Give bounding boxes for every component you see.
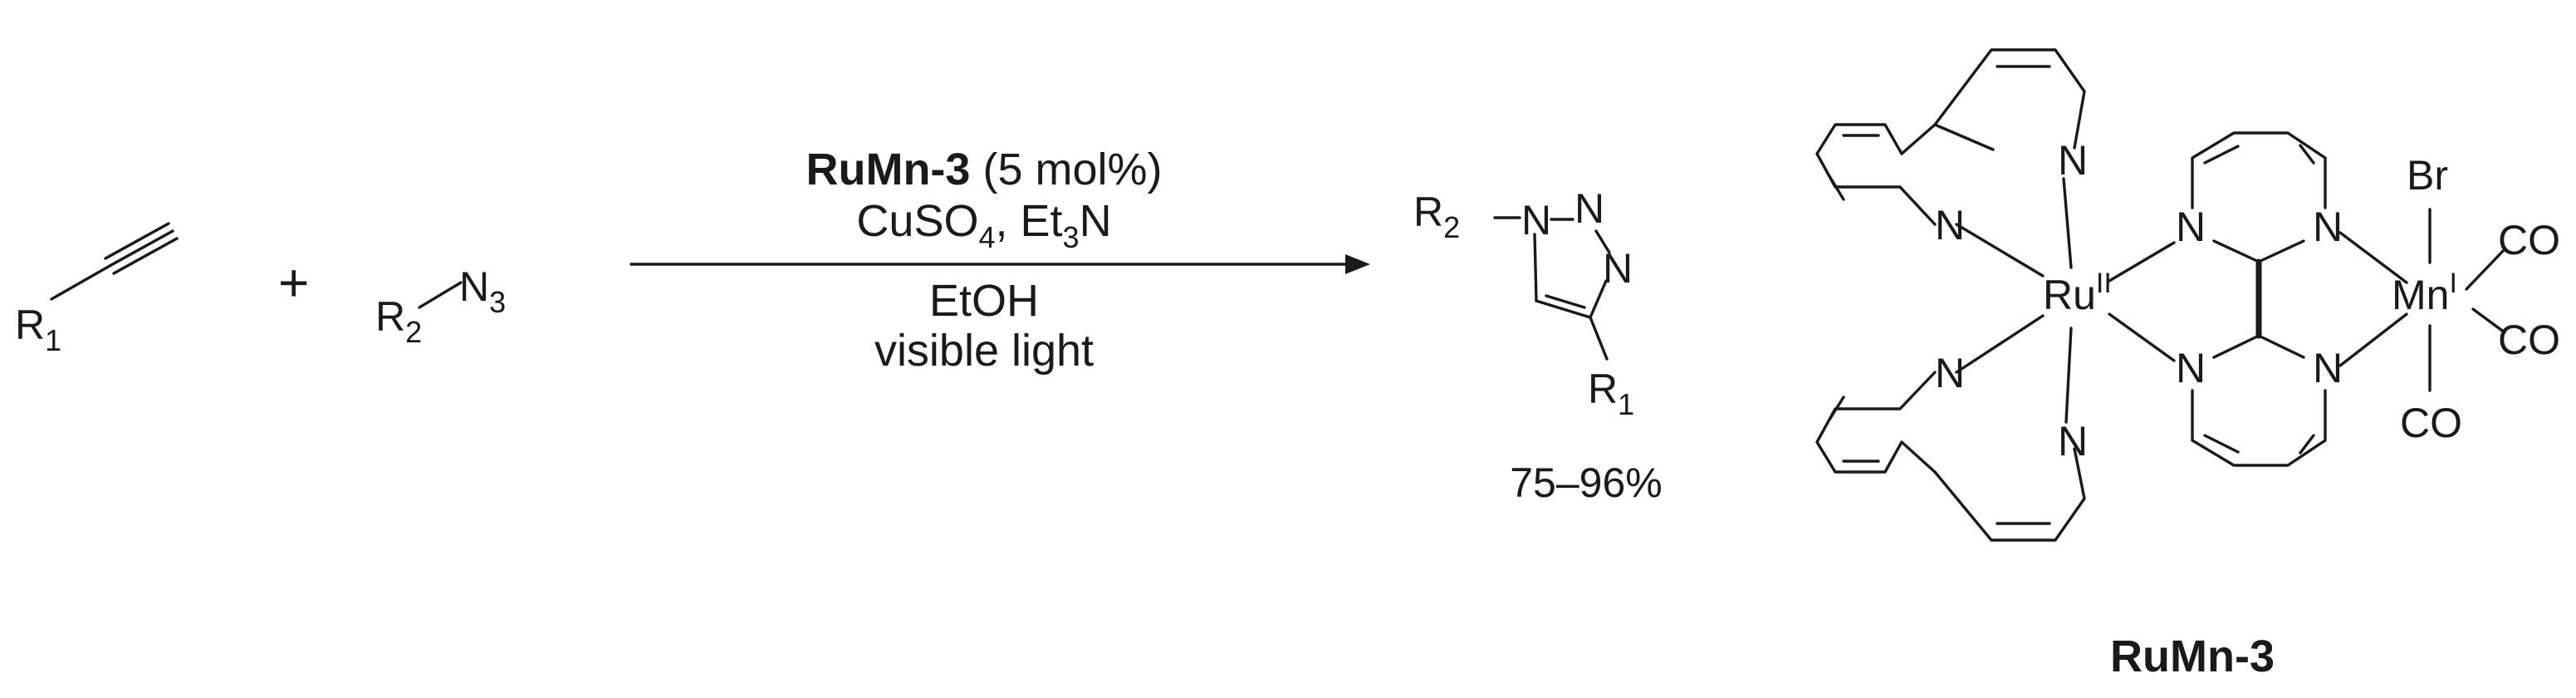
- catalyst-conditions: RuMn-3 (5 mol%): [806, 145, 1162, 194]
- r1-label: R1: [15, 302, 61, 357]
- bpy2-pyridine-a: [1815, 371, 1937, 474]
- mn-co-bond-2: [2471, 307, 2506, 334]
- triazole-n3-label: N: [1603, 245, 1633, 292]
- c4-r1-bond: [1589, 316, 1609, 361]
- bpym-top-n1-c: [2212, 239, 2260, 263]
- ru-n-bond-bottom: [2064, 327, 2073, 424]
- ru-n-bond-top: [2062, 177, 2073, 269]
- triazole-bond-n3-c4: [1589, 279, 1608, 319]
- n-label-bpym-3: N: [2176, 345, 2206, 391]
- n-label-bpym-2: N: [2313, 204, 2343, 250]
- azide-reactant: R2 N3: [375, 263, 506, 349]
- bpy1-pyridine-b-edge: [1933, 123, 1995, 151]
- alkyne-reactant: R1: [15, 222, 179, 357]
- alkyne-triple-bond-lower: [112, 237, 179, 275]
- arrow-head: [1345, 254, 1370, 274]
- bpym-bottom-double-2: [2299, 434, 2315, 455]
- co-ligand-3-label: CO: [2400, 400, 2462, 446]
- triazole-product: N N N R2 R1: [1413, 185, 1634, 421]
- n-label-bpy-top: N: [2058, 137, 2088, 184]
- ru-n-bond-bpym-top: [2108, 241, 2176, 283]
- triazole-double-bond-c4-c5: [1545, 294, 1586, 309]
- triazole-bond-n2-n3: [1594, 229, 1611, 254]
- r2-label: R2: [375, 293, 422, 349]
- mn-n-bond-bottom: [2338, 312, 2408, 367]
- n-label-bpy-bottom: N: [2058, 418, 2088, 465]
- triazole-bond-c5-n1: [1533, 233, 1538, 302]
- ru-n-bond-lower-left: [1955, 314, 2045, 374]
- plus-sign: +: [278, 253, 309, 312]
- catalyst-name-caption: RuMn-3: [2110, 632, 2275, 681]
- alkyne-triple-bond-center: [108, 229, 174, 268]
- azide-group-label: N3: [459, 263, 506, 319]
- bpy1-pyridine-a-double-2: [1828, 174, 1845, 201]
- ru-n-bond-upper-left: [1955, 223, 2045, 278]
- light-conditions: visible light: [874, 326, 1094, 376]
- bpy2-pyridine-b: [1933, 447, 2086, 542]
- bpym-top-double-1: [2203, 145, 2240, 165]
- bpy1-link: [1900, 123, 1937, 155]
- product-yield: 75–96%: [1510, 460, 1663, 506]
- n-label-bpym-1: N: [2176, 204, 2206, 250]
- br-ligand-label: Br: [2407, 152, 2448, 199]
- mn-n-bond-top: [2338, 231, 2408, 284]
- bpym-top-n2-c: [2257, 239, 2305, 263]
- bpym-top-double-2: [2299, 144, 2315, 165]
- bpy1-pyridine-a: [1815, 123, 1937, 226]
- alkyne-triple-bond-upper: [104, 222, 170, 260]
- solvent-conditions: EtOH: [929, 276, 1039, 326]
- bpym-ring-top: [2191, 131, 2327, 209]
- bpy2-pyridine-a-double-2: [1828, 396, 1845, 421]
- bpy2-link: [1900, 440, 1937, 474]
- triazole-n2-label: N: [1574, 185, 1604, 232]
- bpy1-pyridine-b: [1933, 48, 2086, 150]
- mn-center-label: MnI: [2392, 268, 2457, 318]
- triazole-bond-c4-c5: [1535, 299, 1592, 319]
- rumn3-structure: N N N N N N N N RuII MnI Br CO CO CO: [1815, 48, 2560, 542]
- triazole-n1-label: N: [1521, 197, 1551, 243]
- ru-n-bond-bpym-bottom: [2108, 312, 2176, 362]
- bpym-bottom-n2-c: [2257, 334, 2305, 359]
- bpym-ring-bottom: [2191, 389, 2327, 467]
- azide-bond: [418, 281, 463, 309]
- alkyne-bond-stub: [50, 264, 111, 301]
- co-ligand-1-label: CO: [2498, 217, 2560, 263]
- product-r2-label: R2: [1413, 189, 1460, 244]
- bpym-bottom-n1-c: [2212, 334, 2260, 359]
- co-ligand-2-label: CO: [2498, 317, 2560, 363]
- n-label-bpy-lower-left: N: [1935, 350, 1965, 396]
- bpym-bottom-double-1: [2203, 434, 2240, 454]
- mn-co-bond-1: [2465, 248, 2506, 291]
- product-r1-label: R1: [1588, 366, 1634, 421]
- n-label-bpym-4: N: [2313, 345, 2343, 391]
- reaction-arrow: [629, 254, 1370, 274]
- additive-conditions: CuSO4, Et3N: [856, 196, 1111, 254]
- ru-center-label: RuII: [2043, 268, 2112, 318]
- n-label-bpy-upper-left: N: [1935, 202, 1965, 248]
